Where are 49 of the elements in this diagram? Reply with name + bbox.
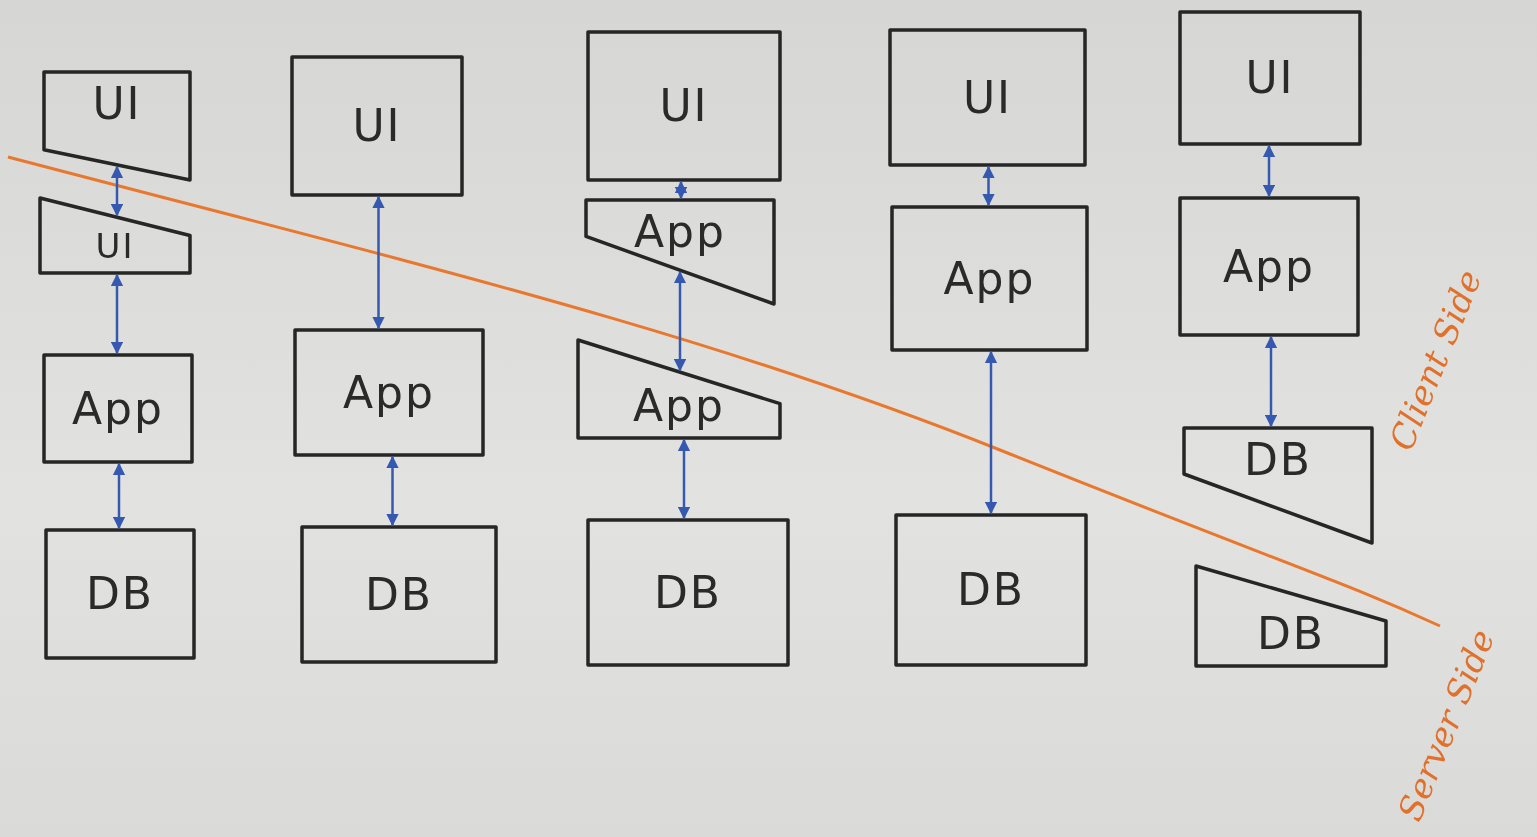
tier-box: [892, 207, 1087, 350]
tier-label: App: [343, 370, 435, 415]
tier-label: App: [1223, 244, 1315, 289]
tier-label: DB: [364, 572, 434, 617]
tier-box: [40, 198, 190, 273]
double-arrow: [372, 195, 385, 330]
tier-label: UI: [1245, 56, 1295, 100]
double-arrow: [673, 270, 687, 372]
tier-box: [896, 515, 1086, 665]
tier-label: App: [943, 256, 1036, 301]
tier-box: [1180, 198, 1358, 335]
tier-label: UI: [95, 229, 135, 263]
tier-box: [292, 57, 462, 195]
double-arrow: [110, 273, 124, 355]
double-arrow: [112, 462, 126, 530]
tier-box: [890, 30, 1085, 165]
double-arrow: [982, 165, 995, 207]
tier-box: [588, 32, 780, 180]
side-note: Client Side: [1380, 264, 1490, 456]
tier-label: UI: [962, 75, 1013, 120]
tier-label: DB: [956, 568, 1026, 612]
tier-box: [44, 72, 190, 180]
double-arrow: [386, 455, 399, 527]
tier-box: [578, 340, 780, 438]
tier-box: [44, 355, 192, 462]
double-arrow: [674, 180, 688, 200]
tier-label: App: [634, 210, 726, 254]
tier-box: [586, 200, 774, 304]
tier-label: DB: [1243, 438, 1313, 482]
double-arrow: [1262, 144, 1276, 198]
tier-label: UI: [92, 82, 142, 126]
tier-label: DB: [85, 572, 155, 616]
tier-label: App: [633, 384, 725, 428]
tier-label: UI: [659, 84, 709, 128]
tier-box: [588, 520, 788, 665]
tier-box: [302, 527, 496, 662]
tier-box: [46, 530, 194, 658]
double-arrow: [984, 350, 998, 515]
tier-box: [295, 330, 483, 455]
tier-label: UI: [352, 104, 402, 148]
tier-label: DB: [1256, 612, 1326, 656]
tier-box: [1180, 12, 1360, 144]
tier-label: App: [72, 386, 164, 431]
double-arrow: [110, 165, 124, 217]
tier-box: [1196, 566, 1386, 666]
tier-label: DB: [653, 570, 723, 615]
double-arrow: [677, 438, 691, 520]
tier-box: [1184, 428, 1372, 543]
double-arrow: [1264, 335, 1278, 428]
